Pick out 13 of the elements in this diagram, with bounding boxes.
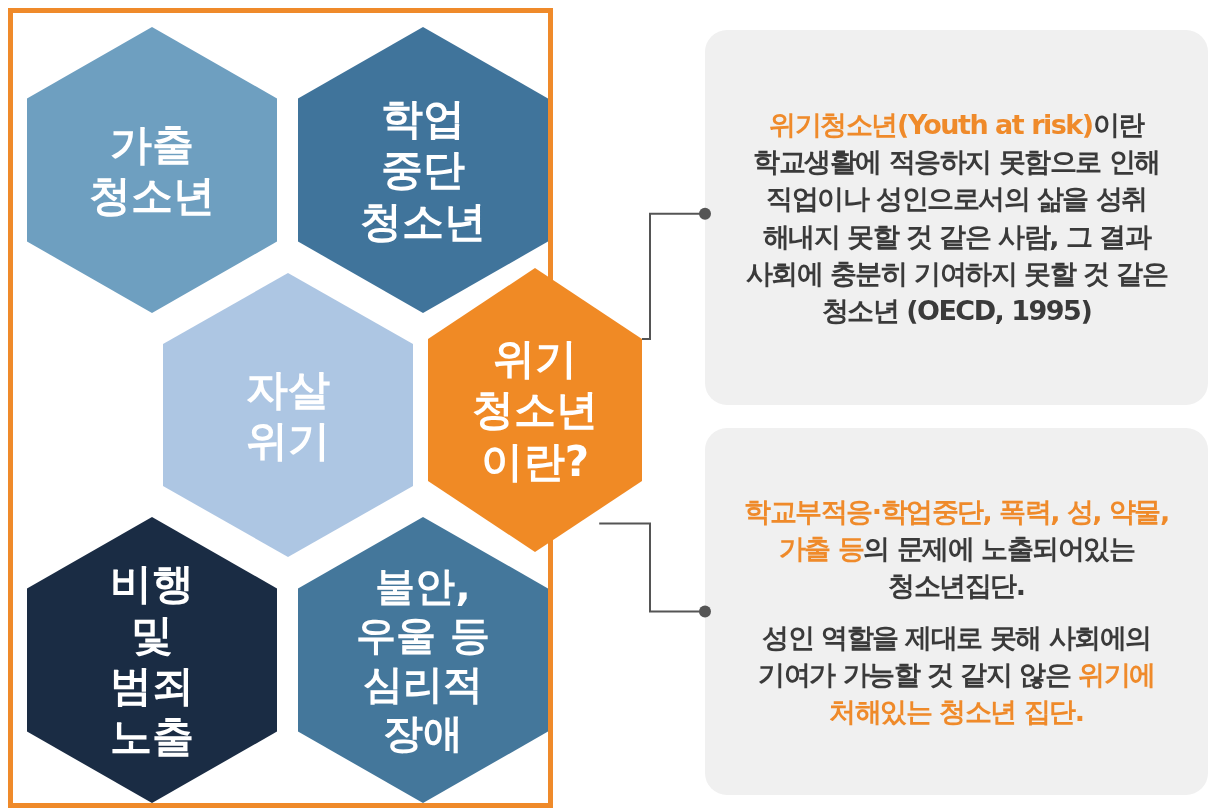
hex-label: 가출 청소년 xyxy=(88,118,216,222)
hex-label: 불안, 우울 등 심리적 장애 xyxy=(355,562,491,758)
hex-label: 자살 위기 xyxy=(245,363,331,467)
description-text: 위기청소년(Youth at risk)이란 학교생활에 적응하지 못함으로 인해 직업이나 성인으로서의 삶을 성취 해내지 못할 것 같은 사람, 그 결과 사회에 충분히 기여하지 못할 것 같은 청소년 (OECD, 1995) xyxy=(744,107,1169,328)
hex-label: 학업 중단 청소년 xyxy=(359,93,487,247)
connector-line xyxy=(641,207,711,340)
text-card xyxy=(705,30,1208,405)
connector-line xyxy=(598,522,711,618)
description-text: 성인 역할을 제대로 못해 사회에의 기여가 가능할 것 같지 않은 위기에 처해있는 청소년 집단. xyxy=(757,620,1156,729)
text-card xyxy=(705,428,1208,795)
description-text: 학교부적응·학업중단, 폭력, 성, 약물, 가출 등의 문제에 노출되어있는 청소년집단. xyxy=(743,494,1170,604)
hex-label: 위기 청소년 이란? xyxy=(471,333,599,487)
hex-label: 비행 및 범죄 노출 xyxy=(109,557,195,763)
